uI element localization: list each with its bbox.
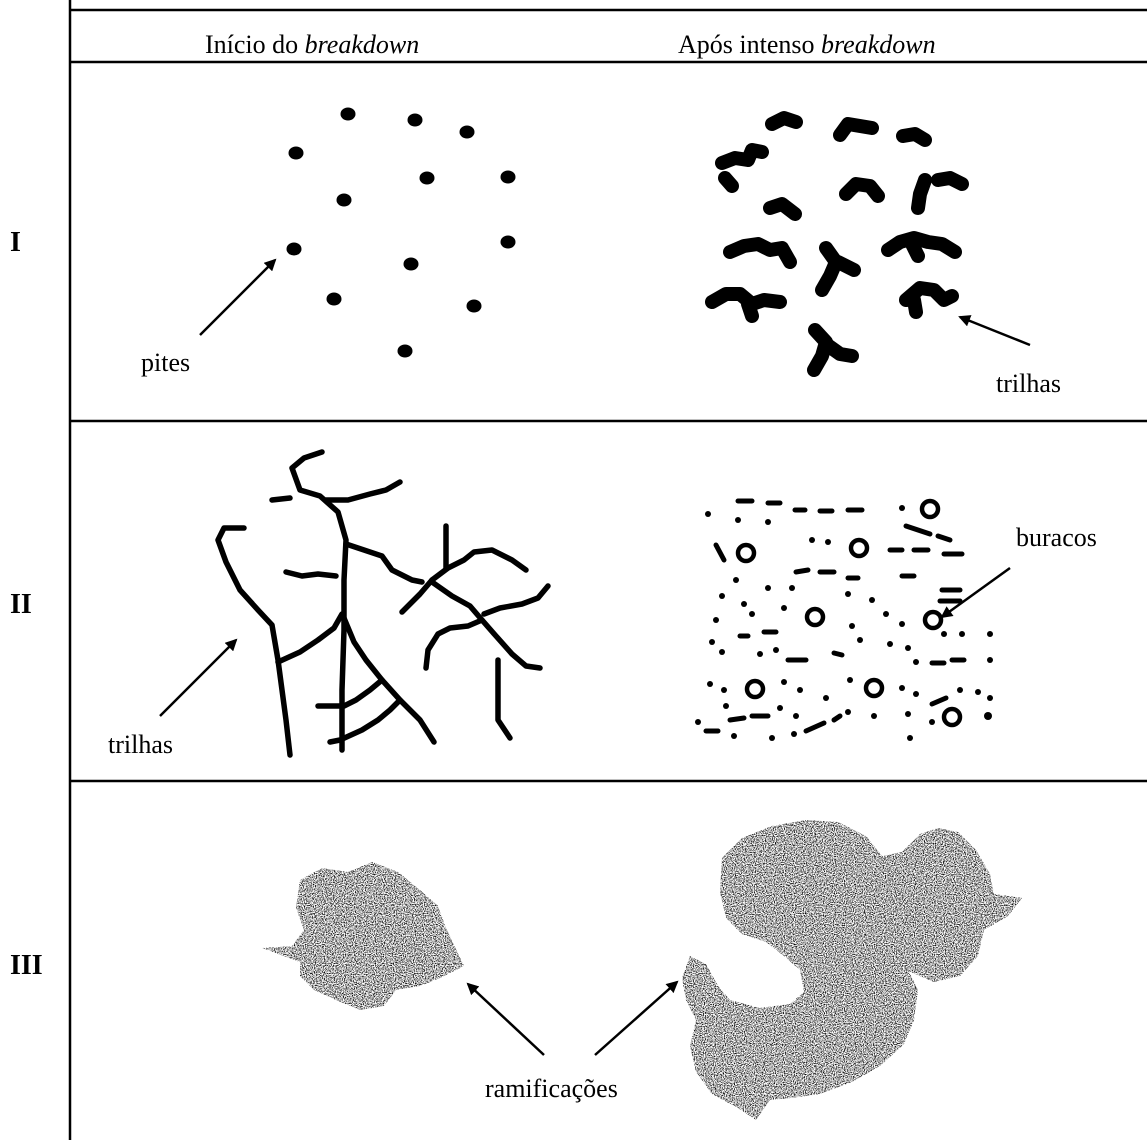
column-header-start: Início do breakdown [205, 30, 419, 60]
column-header-after: Após intenso breakdown [678, 30, 936, 60]
row-2-tracks-illustration [215, 449, 551, 758]
annotation-buracos: buracos [1016, 523, 1097, 552]
buracos-arrow [940, 566, 1011, 619]
trilhas-arrow-top [958, 315, 1031, 347]
annotation-ramificacoes: ramificações [485, 1074, 618, 1103]
row-label-2: II [10, 589, 32, 620]
row-label-3: III [10, 950, 43, 981]
table-grid [68, 0, 1147, 1140]
trilhas-arrow-row2 [159, 638, 238, 717]
pites-arrow [199, 258, 277, 336]
annotation-trilhas-row1: trilhas [996, 369, 1061, 398]
ramificacoes-arrow-right [594, 980, 679, 1056]
row-3-large-ramification [682, 820, 1022, 1120]
column-header-after-emphasis: breakdown [821, 30, 936, 59]
column-header-after-text: Após intenso [678, 30, 821, 59]
row-3-small-ramification [262, 862, 464, 1010]
row-1-pits-illustration [286, 107, 516, 358]
column-header-start-emphasis: breakdown [304, 30, 420, 59]
row-1-tracks-illustration [705, 111, 969, 377]
row-label-1: I [10, 227, 21, 258]
annotation-pites: pites [141, 348, 191, 377]
ramificacoes-arrow-left [466, 982, 545, 1056]
row-2-holes-illustration [695, 498, 993, 741]
column-header-start-text: Início do [205, 30, 305, 59]
annotation-trilhas-row2: trilhas [108, 730, 173, 759]
